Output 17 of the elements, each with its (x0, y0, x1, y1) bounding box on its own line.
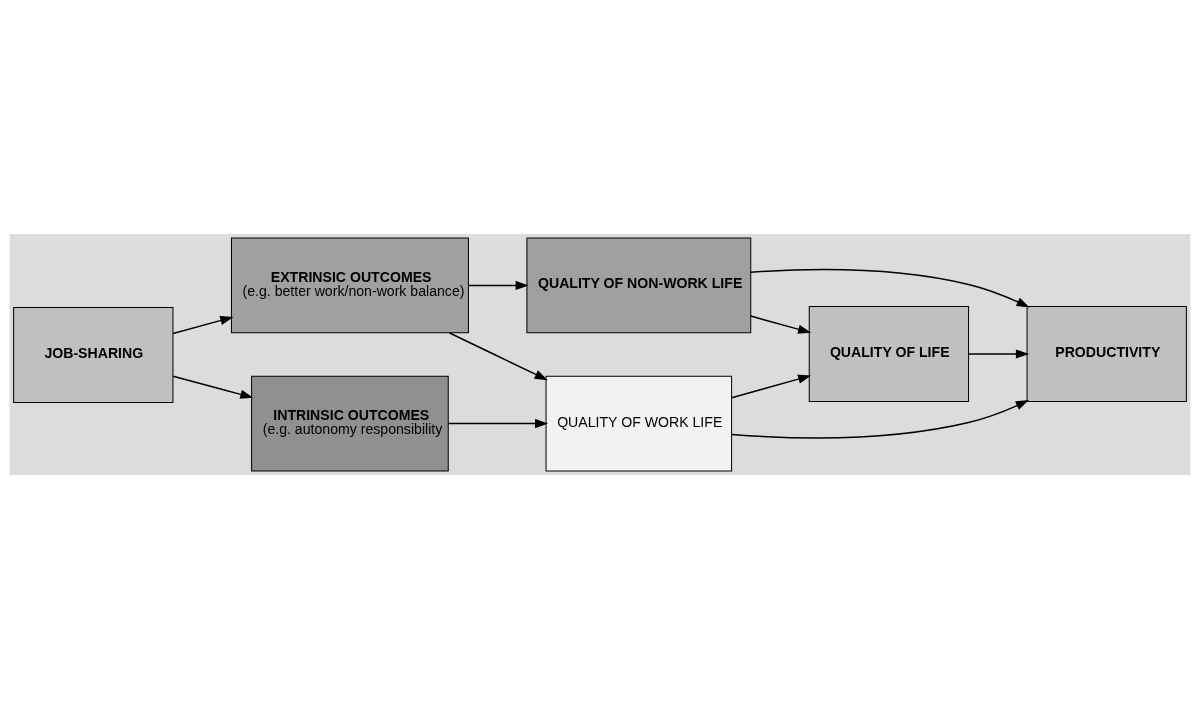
arrow (447, 418, 549, 429)
arrow (967, 349, 1029, 359)
node-box: QUALITY OF WORK LIFE (545, 375, 733, 472)
arrow (448, 332, 548, 381)
arrow (172, 375, 254, 399)
node-box: QUALITY OF NON-WORK LIFE (526, 237, 752, 334)
arrow (750, 315, 812, 334)
node-box: JOB-SHARING (13, 307, 174, 403)
arrow (750, 268, 1030, 308)
node-box: PRODUCTIVITY (1026, 306, 1187, 402)
node-box: INTRINSIC OUTCOMES (e.g. autonomy responsibility (251, 375, 449, 472)
arrow (467, 280, 529, 291)
arrow (731, 374, 812, 399)
node-box: QUALITY OF LIFE (808, 306, 970, 402)
node-box: EXTRINSIC OUTCOMES (e.g. better work/non-work balance) (230, 237, 469, 334)
arrow (731, 400, 1029, 439)
arrow (172, 316, 234, 335)
